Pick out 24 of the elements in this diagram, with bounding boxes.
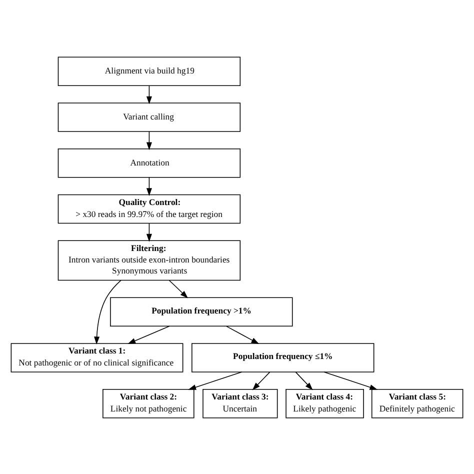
node-box: Filtering: Intron variants outside exon-intron boundaries Synonymous variants <box>58 240 241 280</box>
node-box: Variant class 2: Likely not pathogenic <box>102 388 194 418</box>
arrow <box>146 176 152 196</box>
node-box: Annotation <box>58 148 241 178</box>
arrow <box>252 371 270 390</box>
node-box: Variant calling <box>58 102 241 132</box>
arrow <box>188 371 242 390</box>
arrow <box>324 371 378 390</box>
arrow <box>168 279 188 298</box>
node-box: Alignment via build hg19 <box>58 56 241 86</box>
node-box: Quality Control: > x30 reads in 99.97% of the target region <box>58 194 241 224</box>
arrow <box>295 371 313 390</box>
arrow <box>226 325 260 344</box>
arrow <box>146 84 152 104</box>
arrow <box>146 222 152 242</box>
node-box: Variant class 4: Likely pathogenic <box>286 388 364 418</box>
node-box: Population frequency >1% <box>110 296 293 326</box>
arrow <box>146 130 152 150</box>
node-box: Variant class 3: Uncertain <box>202 388 278 418</box>
node-box: Population frequency ≤1% <box>192 342 374 372</box>
arrow <box>94 279 122 344</box>
node-box: Variant class 5: Definitely pathogenic <box>371 388 464 418</box>
arrow <box>128 325 170 344</box>
node-box: Variant class 1: Not pathogenic or of no clinical significance <box>10 342 184 372</box>
